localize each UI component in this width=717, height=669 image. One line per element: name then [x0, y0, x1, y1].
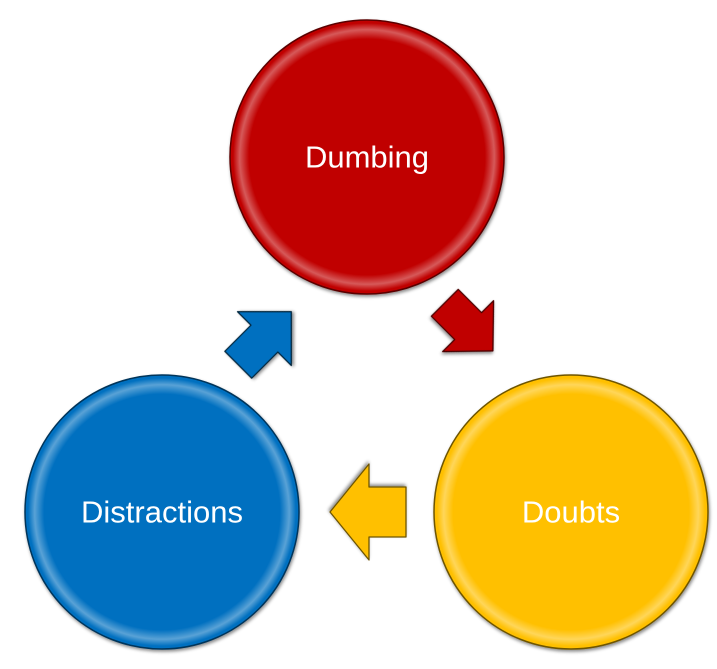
node-distractions-label: Distractions: [81, 495, 243, 530]
node-dumbing-label: Dumbing: [305, 140, 429, 175]
arrow-doubts-to-distractions-shape: [329, 463, 407, 561]
node-distractions: Distractions: [24, 374, 300, 650]
arrow-dumbing-to-doubts: [430, 288, 495, 353]
node-doubts-label: Doubts: [522, 495, 620, 530]
node-doubts: Doubts: [433, 374, 709, 650]
arrow-distractions-to-dumbing-shape: [224, 311, 292, 379]
arrow-distractions-to-dumbing: [224, 311, 292, 379]
node-doubts-highlight: [437, 378, 705, 646]
arrow-dumbing-to-doubts-shape: [430, 288, 495, 353]
node-dumbing-highlight: [233, 23, 501, 291]
node-distractions-highlight: [28, 378, 296, 646]
arrow-doubts-to-distractions: [329, 463, 407, 561]
node-dumbing: Dumbing: [229, 19, 505, 295]
